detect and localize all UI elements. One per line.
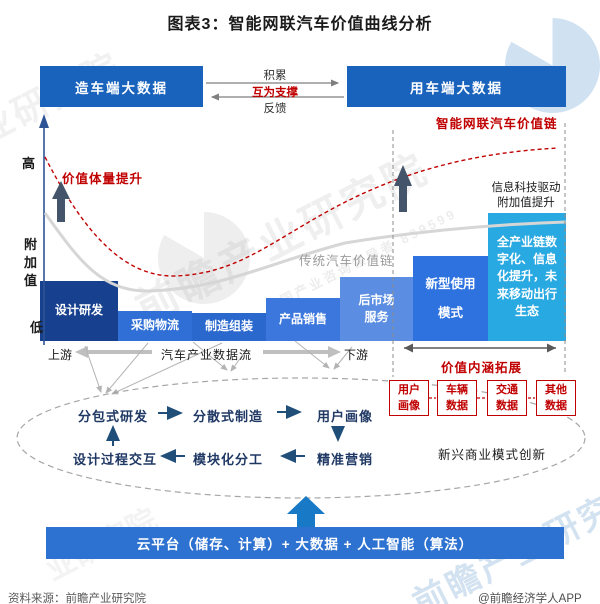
new-business-model-label: 新兴商业模式创新 bbox=[438, 448, 547, 462]
value-up-arrow-left-icon bbox=[52, 181, 70, 222]
upstream-label: 上游 bbox=[48, 348, 73, 362]
bar-label: 制造组装 bbox=[204, 319, 253, 334]
cloud-platform-bar: 云平台（储存、计算）+ 大数据 + 人工智能（算法） bbox=[46, 527, 564, 559]
bar-manufacturing-assembly: 制造组装 bbox=[192, 313, 266, 341]
traffic-data-box: 交通数据 bbox=[487, 380, 527, 416]
flow-user-portrait: 用户画像 bbox=[317, 409, 374, 424]
downstream-arrow-icon bbox=[263, 346, 341, 358]
brand-note: @前瞻经济学人APP bbox=[478, 593, 582, 604]
downstream-label: 下游 bbox=[344, 348, 369, 362]
page-title: 图表3：智能网联汽车价值曲线分析 bbox=[167, 16, 433, 33]
platform-up-arrow-icon bbox=[287, 496, 325, 527]
bar-product-sales: 产品销售 bbox=[266, 298, 340, 341]
bar-label: 设计研发 bbox=[54, 303, 103, 318]
flow-precision-marketing: 精准营销 bbox=[317, 452, 374, 467]
feedback-label: 反馈 bbox=[263, 103, 287, 115]
axis-high-label: 高 bbox=[22, 156, 36, 171]
bar-label: 产品销售 bbox=[278, 311, 327, 326]
bar-label: 采购物流 bbox=[130, 318, 179, 333]
icv-value-chain-label: 智能网联汽车价值链 bbox=[436, 117, 558, 131]
bar-label: 后市场服务 bbox=[358, 292, 395, 324]
vehicle-data-box: 车辆数据 bbox=[437, 380, 477, 416]
bar-label: 全产业链数字化、信息化提升，未来移动出行生态 bbox=[496, 234, 557, 319]
axis-low-label: 低 bbox=[30, 320, 44, 335]
watermark-logo-icon bbox=[158, 212, 250, 304]
bar-label: 新型使用模式 bbox=[425, 276, 476, 320]
flow-modular-division: 模块化分工 bbox=[193, 452, 264, 467]
traditional-value-chain-label: 传统汽车价值链 bbox=[299, 254, 394, 268]
bar-full-chain-digitalization: 全产业链数字化、信息化提升，未来移动出行生态 bbox=[488, 213, 566, 341]
other-data-box: 其他数据 bbox=[536, 380, 576, 416]
accumulate-label: 积累 bbox=[263, 70, 287, 82]
value-volume-increase-label: 价值体量提升 bbox=[62, 172, 144, 186]
value-extension-label: 价值内涵拓展 bbox=[441, 361, 523, 375]
axis-ylabel: 附加值 bbox=[23, 237, 37, 288]
flow-outsourced-rd: 分包式研发 bbox=[78, 409, 149, 424]
auto-industry-dataflow-label: 汽车产业数据流 bbox=[161, 348, 253, 362]
value-extension-arrow-icon bbox=[404, 343, 556, 353]
usage-side-big-data-box: 用车端大数据 bbox=[347, 66, 566, 107]
manufacturing-side-big-data-box: 造车端大数据 bbox=[40, 66, 203, 107]
bar-new-usage-model: 新型使用模式 bbox=[413, 256, 488, 341]
bar-procurement-logistics: 采购物流 bbox=[118, 311, 192, 341]
user-portrait-box: 用户画像 bbox=[389, 380, 429, 416]
bar-aftermarket-service: 后市场服务 bbox=[340, 277, 413, 341]
value-up-arrow-right-icon bbox=[394, 165, 412, 212]
flow-distributed-manufacturing: 分散式制造 bbox=[193, 409, 264, 424]
source-note: 资料来源：前瞻产业研究院 bbox=[8, 593, 146, 604]
upstream-arrow-icon bbox=[75, 346, 152, 358]
bar-design-rd: 设计研发 bbox=[40, 281, 118, 341]
info-tech-driven-label: 信息科技驱动附加值提升 bbox=[491, 182, 561, 209]
flow-design-interaction: 设计过程交互 bbox=[73, 452, 158, 467]
mutual-support-label: 互为支撑 bbox=[252, 87, 298, 99]
